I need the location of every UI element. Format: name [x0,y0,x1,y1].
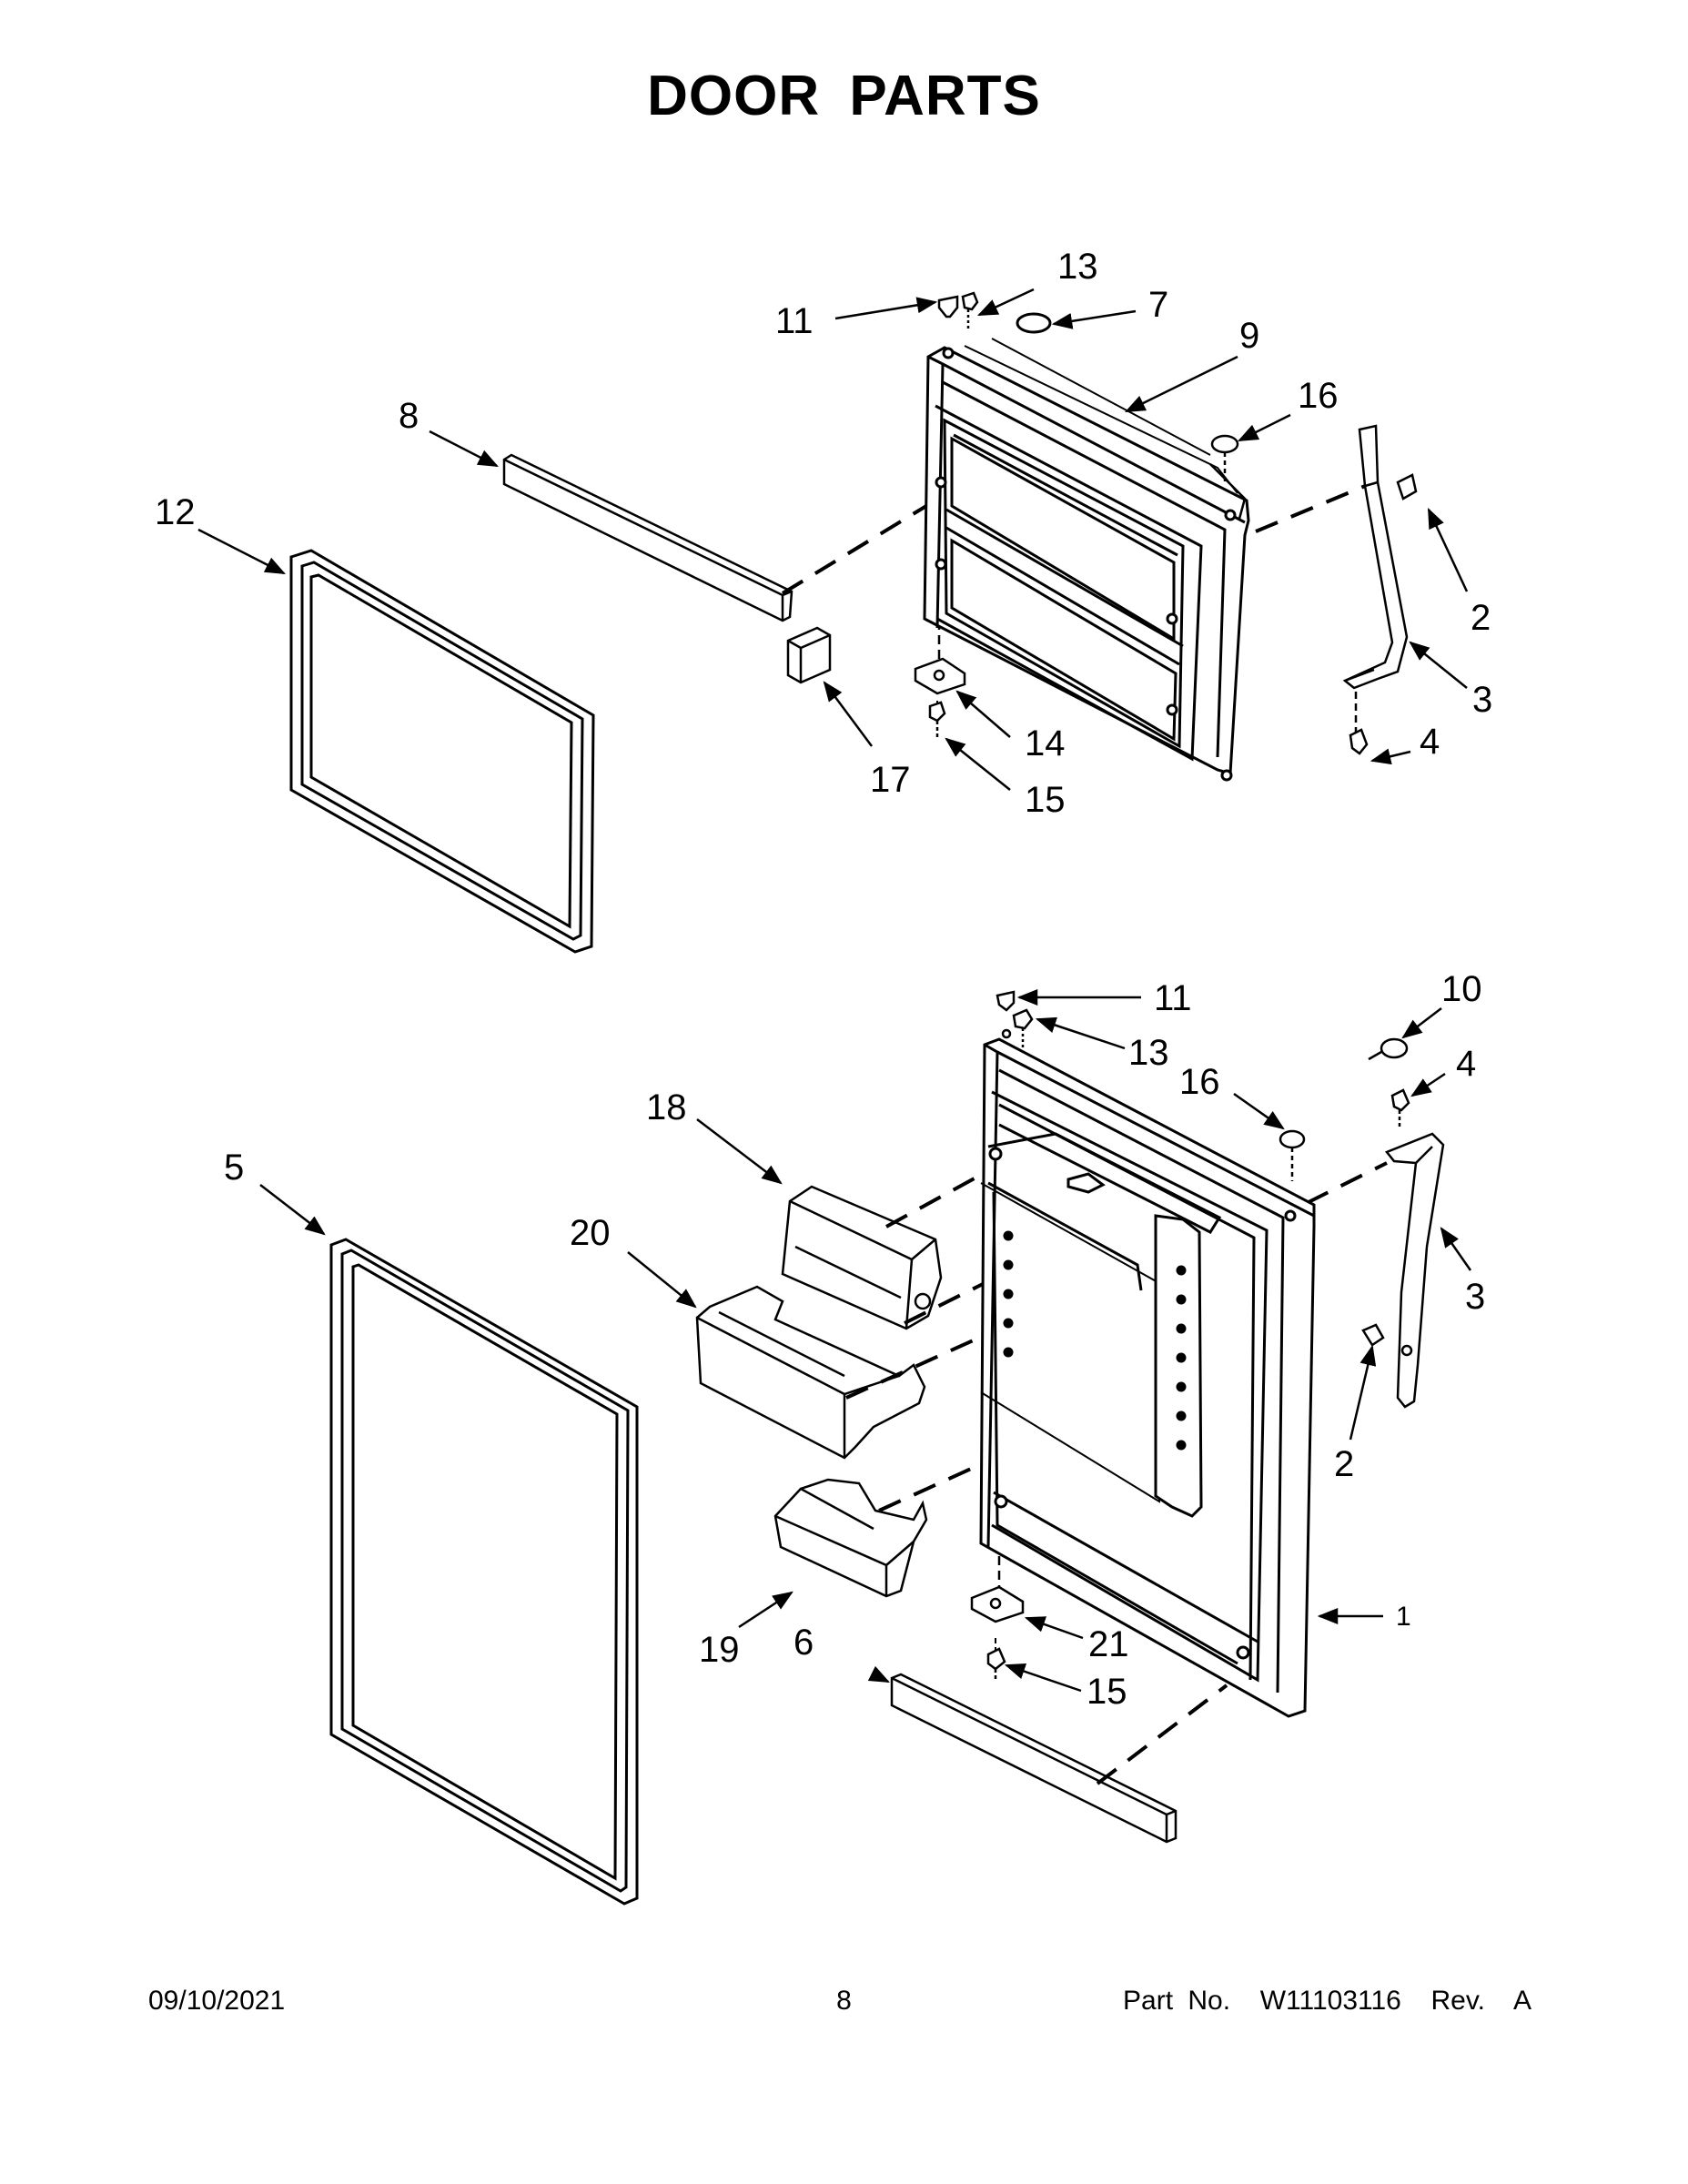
hinge-plug-and-screw [937,291,979,329]
callout-top-17: 17 [870,760,911,800]
callout-top-9: 9 [1239,316,1259,356]
callout-bottom-2: 2 [1334,1444,1354,1484]
assembly-guides-bottom [845,1161,1388,1785]
hinge-bracket-top [914,657,966,739]
door-plug-bottom [1279,1129,1306,1181]
fresh-food-door-gasket [329,1238,639,1906]
fresh-food-door [979,1037,1316,1718]
hinge-arm-bottom [1361,1088,1445,1409]
hinge-arm-top [1342,424,1418,755]
callout-top-13: 13 [1057,247,1098,287]
callout-bottom-18: 18 [646,1087,687,1127]
callout-top-2: 2 [1471,598,1491,638]
callout-top-11: 11 [775,301,814,341]
page-title: DOOR PARTS [647,65,1041,127]
callout-bottom-20: 20 [570,1213,611,1253]
callout-bottom-11: 11 [1154,978,1192,1018]
callout-bottom-4: 4 [1456,1044,1476,1084]
hinge-bracket-bottom [970,1585,1025,1680]
callout-bottom-3: 3 [1465,1277,1485,1317]
trim-end-cap [786,626,832,684]
callout-bottom-6: 6 [793,1623,814,1663]
door-shelf-bin-large [695,1285,926,1460]
callout-bottom-5: 5 [224,1148,244,1188]
callout-top-12: 12 [155,492,196,532]
callout-top-16: 16 [1298,376,1339,416]
callout-top-8: 8 [399,396,419,436]
footer-page-number: 8 [836,1986,852,2016]
callout-bottom-19: 19 [699,1630,740,1670]
callout-arrows-bottom [259,989,1472,1693]
callout-bottom-21: 21 [1088,1624,1129,1664]
callout-top-7: 7 [1148,285,1168,325]
freezer-door-gasket [289,549,595,954]
callout-top-14: 14 [1025,723,1066,763]
footer-part-number: Part No. W11103116 Rev. A [1123,1986,1531,2016]
callout-bottom-16: 16 [1179,1062,1220,1102]
callout-top-3: 3 [1472,680,1492,720]
callout-bottom-13: 13 [1128,1033,1169,1073]
hinge-shim [1368,1037,1409,1061]
callout-arrows-top [197,288,1469,791]
callout-bottom-1: 1 [1396,1602,1411,1632]
callout-bottom-10: 10 [1441,969,1482,1009]
freezer-door [923,338,1250,782]
hinge-plug-and-screw-bottom [996,990,1034,1048]
fresh-food-trim-strip [890,1673,1178,1844]
door-shelf-bin-small [773,1478,928,1598]
hinge-seal-ring [1016,312,1052,334]
callout-top-4: 4 [1420,722,1440,762]
door-plug [1210,434,1239,482]
callout-bottom-15: 15 [1087,1672,1127,1712]
callout-top-15: 15 [1025,780,1066,820]
footer-date: 09/10/2021 [148,1986,286,2016]
dairy-bin-cover [781,1185,943,1330]
freezer-door-trim-strip [502,453,793,622]
